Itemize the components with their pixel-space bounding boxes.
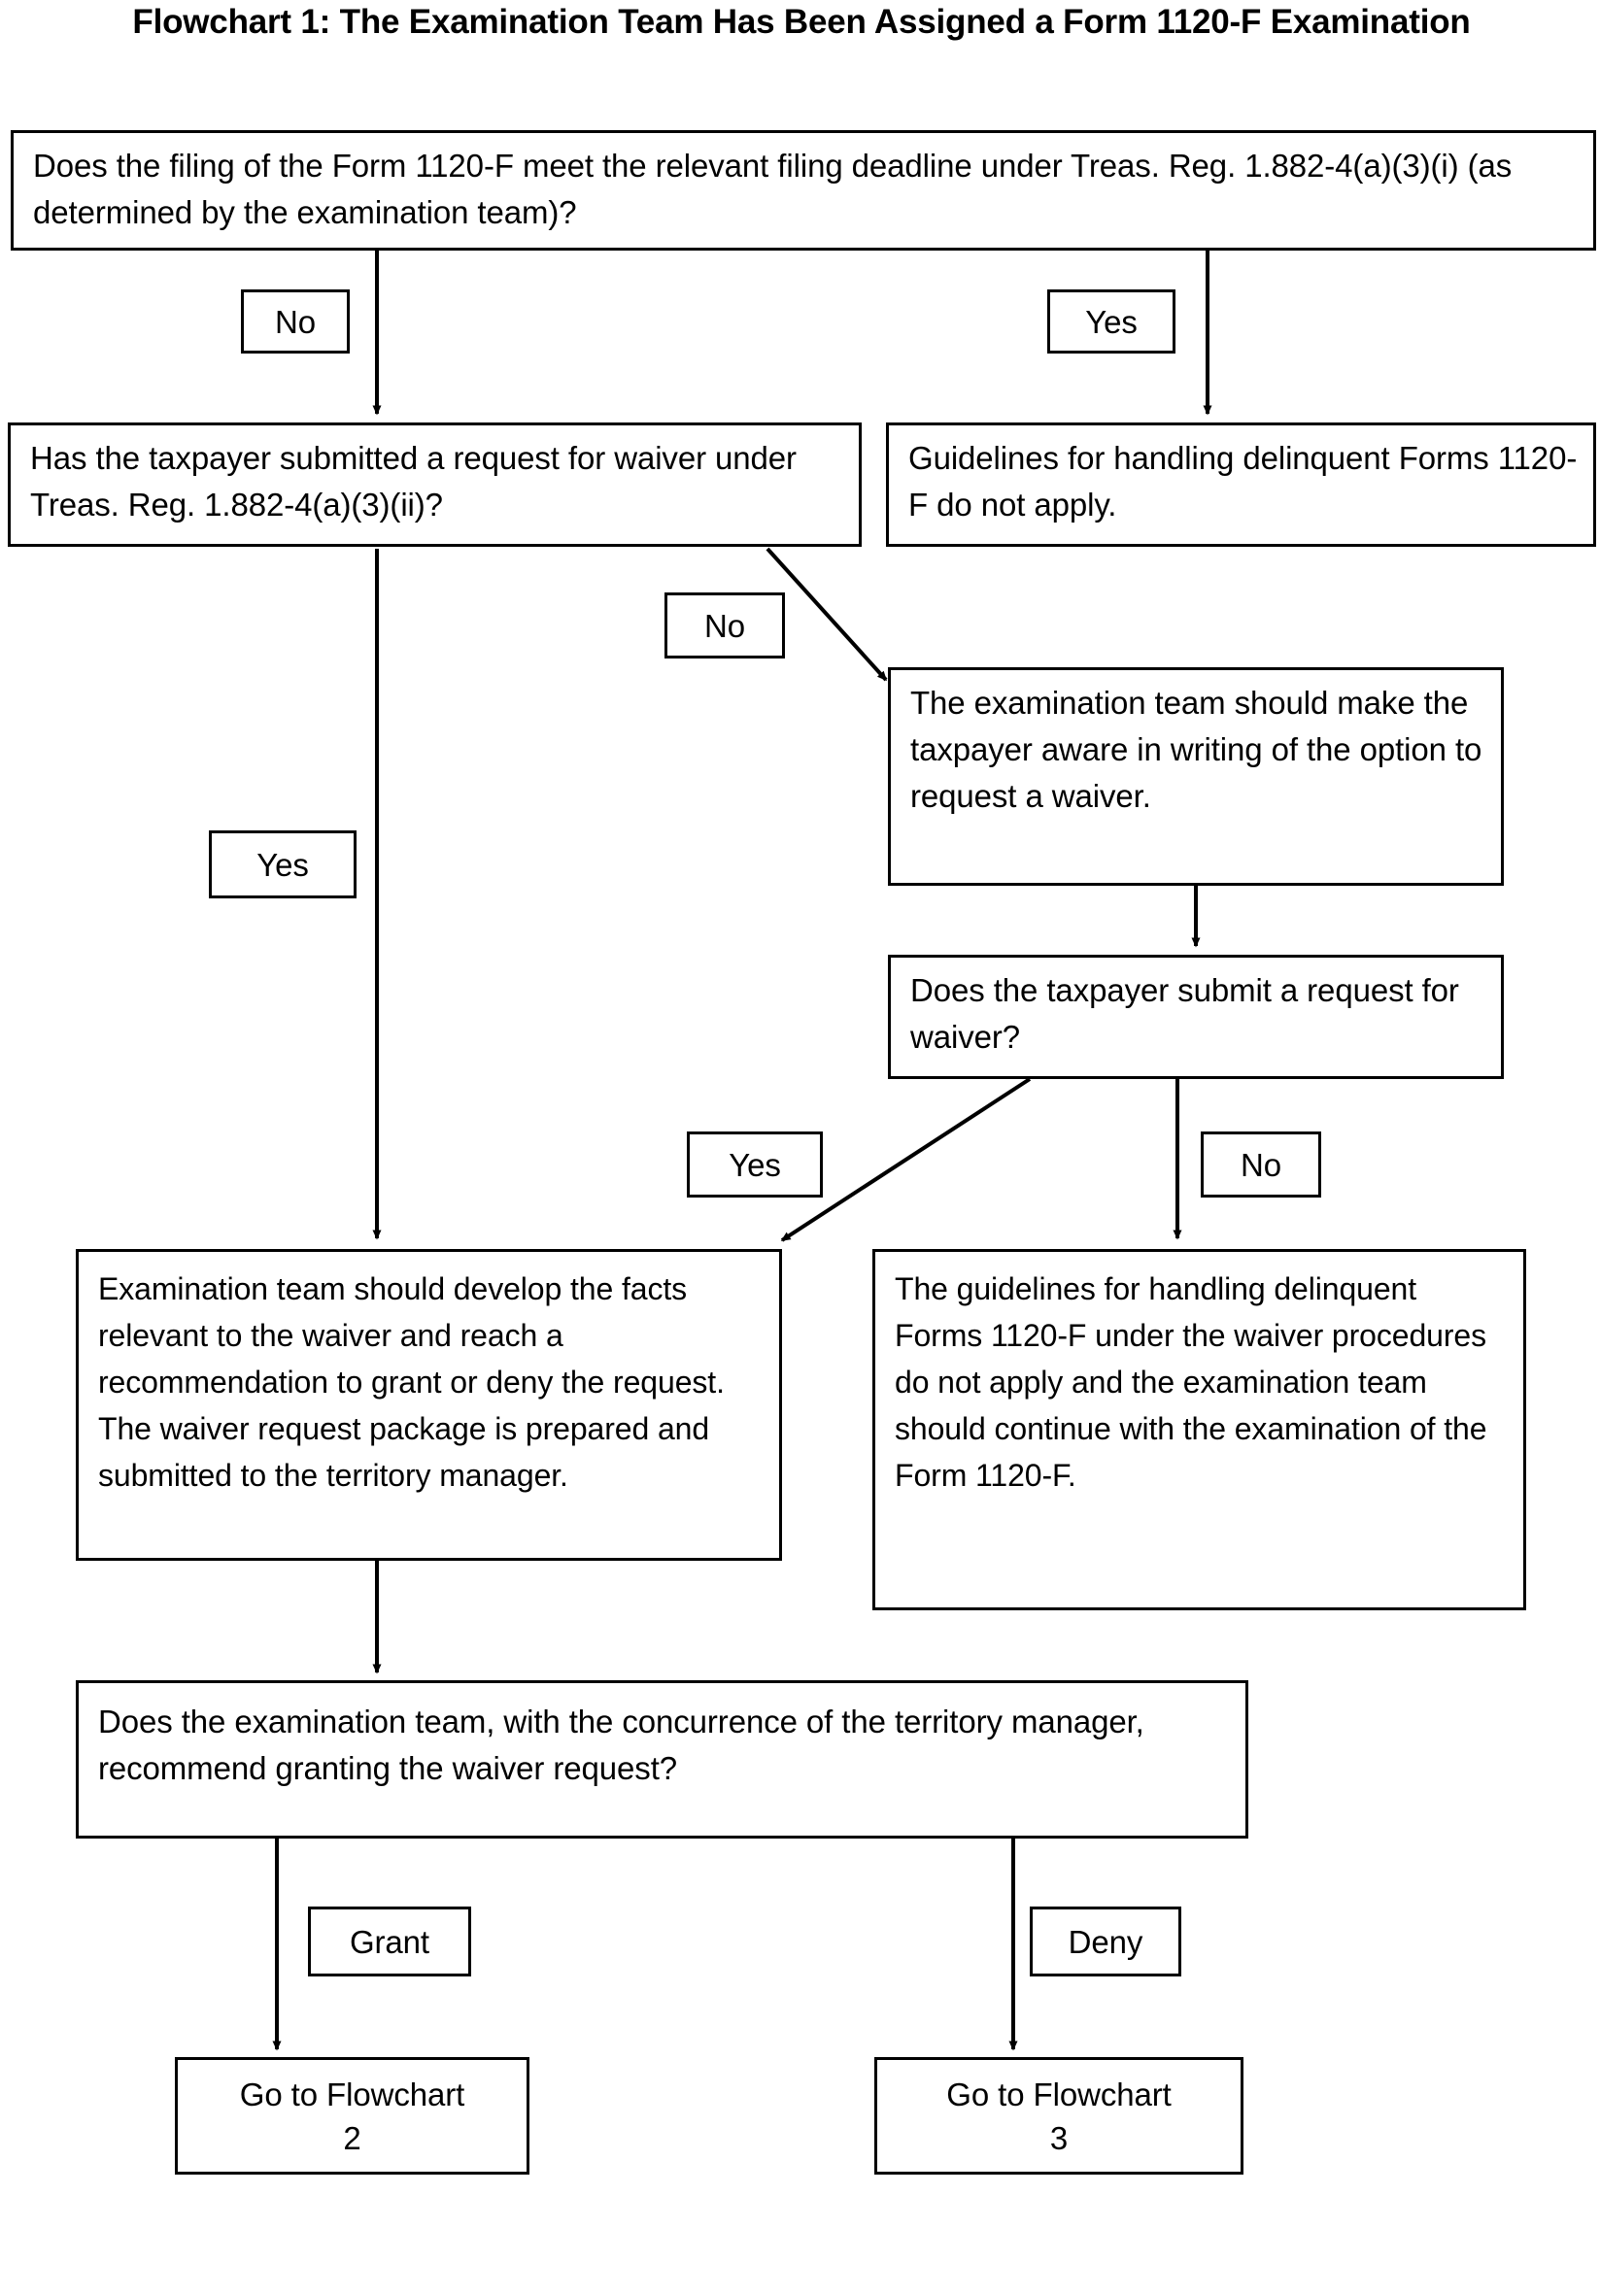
page-title: Flowchart 1: The Examination Team Has Be… bbox=[132, 3, 1471, 41]
edge-label-start-yes: Yes bbox=[1047, 289, 1175, 354]
edge-label-waiver-yes: Yes bbox=[209, 830, 357, 898]
go-to-flowchart-2-line1: Go to Flowchart bbox=[239, 2076, 465, 2112]
edge-label-start-no: No bbox=[241, 289, 350, 354]
edge-label-submit-no: No bbox=[1201, 1131, 1321, 1198]
node-guidelines-not-apply: Guidelines for handling delinquent Forms… bbox=[886, 422, 1596, 547]
go-to-flowchart-2-line2: 2 bbox=[343, 2119, 361, 2156]
node-go-to-flowchart-2: Go to Flowchart 2 bbox=[175, 2057, 529, 2175]
edge-label-recommend-grant: Grant bbox=[308, 1907, 471, 1976]
node-start-question: Does the filing of the Form 1120-F meet … bbox=[11, 130, 1596, 251]
node-recommend-question: Does the examination team, with the conc… bbox=[76, 1680, 1248, 1839]
edge-label-waiver-no: No bbox=[664, 592, 785, 658]
edge-label-recommend-deny: Deny bbox=[1030, 1907, 1181, 1976]
go-to-flowchart-3-line2: 3 bbox=[1049, 2119, 1069, 2156]
edge-waiver-no bbox=[766, 547, 888, 682]
node-make-aware-in-writing: The examination team should make the tax… bbox=[888, 667, 1504, 886]
node-waiver-request-question: Has the taxpayer submitted a request for… bbox=[8, 422, 862, 547]
go-to-flowchart-3-line1: Go to Flowchart bbox=[946, 2076, 1172, 2112]
node-submit-request-question: Does the taxpayer submit a request for w… bbox=[888, 955, 1504, 1079]
node-go-to-flowchart-3: Go to Flowchart 3 bbox=[874, 2057, 1243, 2175]
node-continue-examination: The guidelines for handling delinquent F… bbox=[872, 1249, 1526, 1610]
edge-label-submit-yes: Yes bbox=[687, 1131, 823, 1198]
node-develop-facts: Examination team should develop the fact… bbox=[76, 1249, 782, 1561]
